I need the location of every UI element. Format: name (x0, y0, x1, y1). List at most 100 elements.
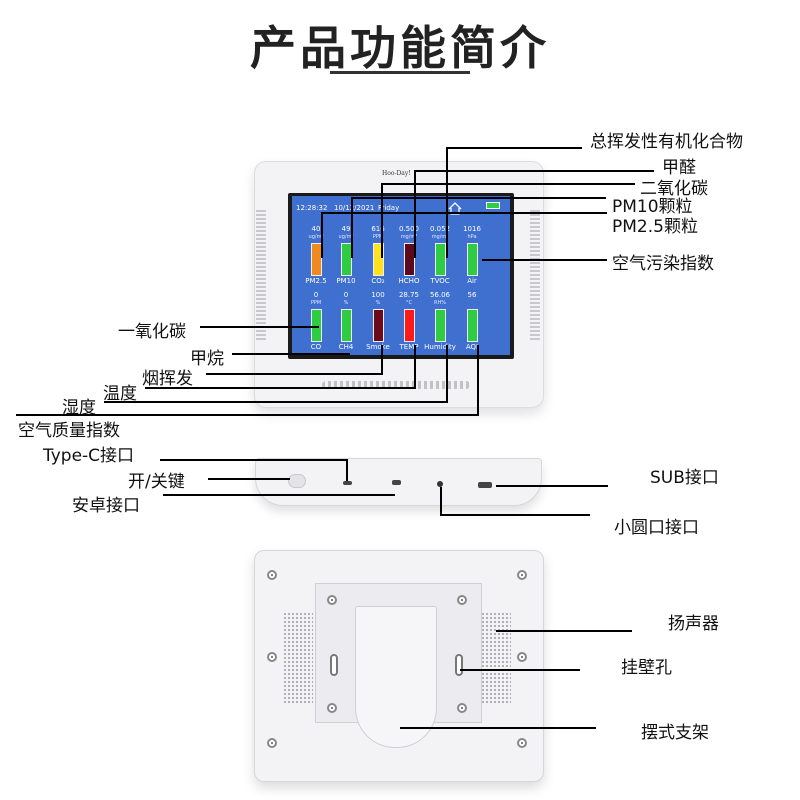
leader-line (414, 345, 416, 388)
screw-icon (267, 738, 277, 748)
leader-line (446, 147, 448, 258)
display-screen: 12:28:32 10/12/2021 Friday 40 ug/m³ PM2.5 4… (292, 196, 510, 355)
battery-icon (486, 202, 500, 209)
sensor-level-bar (341, 309, 352, 342)
title-underline (330, 71, 470, 74)
label-co2: 二氧化碳 (640, 179, 708, 199)
leader-line (381, 183, 383, 258)
label-tvoc: 总挥发性有机化合物 (590, 132, 743, 152)
leader-line (496, 630, 632, 632)
sensor-level-bar (341, 243, 352, 276)
screw-icon (457, 703, 467, 713)
leader-line (104, 401, 448, 403)
leader-line (482, 259, 607, 261)
sensor-unit: PPM (372, 234, 384, 240)
sensor-level-bar (467, 309, 478, 342)
sensor-name: PM2.5 (305, 277, 327, 285)
label-round-port: 小圆口接口 (614, 518, 699, 538)
screw-icon (517, 652, 527, 662)
leader-line (414, 170, 654, 172)
sensor-value: 56.06 (429, 291, 451, 299)
leader-line (351, 197, 353, 258)
leader-line (381, 183, 635, 185)
label-aqi: 空气质量指数 (18, 421, 120, 441)
label-power: 开/关键 (128, 472, 185, 492)
sensor-level-bar (311, 243, 322, 276)
front-speaker-slot (322, 381, 470, 389)
label-stand: 摆式支架 (641, 723, 709, 743)
leader-line (446, 345, 448, 402)
sensor-value: 0.500 (398, 225, 420, 233)
desk-stand (355, 606, 437, 748)
page-title: 产品功能简介 (250, 21, 550, 75)
sensor-unit: % (343, 300, 349, 306)
sensor-value: 0 (343, 291, 349, 299)
side-grill-right (530, 210, 540, 340)
sensor-value: 1016 (463, 225, 481, 233)
screw-icon (457, 595, 467, 605)
sensor-name: CO (310, 343, 322, 351)
sensor-value: 0.052 (429, 225, 451, 233)
sensor-value: 28.75 (398, 291, 420, 299)
home-icon (448, 200, 462, 219)
screw-icon (517, 570, 527, 580)
leader-line (381, 345, 383, 373)
android-port (392, 480, 401, 485)
sensor-value: 49 (341, 225, 351, 233)
leader-line (163, 494, 395, 496)
leader-line (16, 414, 479, 416)
leader-line (400, 727, 596, 729)
sensor-level-bar (311, 309, 322, 342)
sensor-unit: ug/m³ (338, 234, 354, 240)
status-time: 12:28:32 (296, 204, 328, 212)
label-smoke: 烟挥发 (142, 369, 193, 389)
screw-icon (517, 738, 527, 748)
speaker-grid-left (283, 612, 313, 704)
sensor-unit: RH% (434, 300, 446, 306)
label-pm10: PM10颗粒 (612, 197, 693, 217)
sensor-level-bar (435, 309, 446, 342)
sensor-value: 616 (371, 225, 385, 233)
leader-line (208, 478, 290, 480)
label-sub: SUB接口 (650, 468, 719, 488)
sensor-name: Humidity (424, 343, 456, 351)
leader-line (160, 459, 348, 461)
leader-line (206, 373, 383, 375)
label-humidity: 湿度 (62, 398, 96, 418)
label-ch4: 甲烷 (190, 349, 224, 369)
label-speaker: 扬声器 (668, 614, 719, 634)
sensor-unit: mg/m³ (400, 234, 418, 240)
power-key (288, 474, 306, 488)
wall-hole-left (330, 654, 338, 676)
sensor-name: Air (467, 277, 477, 285)
leader-line (321, 212, 607, 214)
label-co: 一氧化碳 (118, 322, 186, 342)
brand-logo: Hoo-Day! (382, 170, 411, 177)
leader-line (145, 387, 416, 389)
leader-line (414, 170, 416, 258)
sensor-value: 40 (311, 225, 321, 233)
screw-icon (267, 570, 277, 580)
sensor-name: TVOC (430, 277, 450, 285)
leader-line (440, 514, 590, 516)
label-android: 安卓接口 (72, 496, 140, 516)
sensor-level-bar (404, 309, 415, 342)
leader-line (321, 212, 323, 258)
round-port (437, 481, 443, 487)
status-date: 10/12/2021 (334, 204, 375, 212)
sensor-name: CO₂ (371, 277, 385, 285)
sensor-name: HCHO (398, 277, 420, 285)
sensor-value: 100 (371, 291, 385, 299)
sensor-name: CH4 (338, 343, 354, 351)
sensor-unit: °C (406, 300, 412, 306)
label-temp: 温度 (103, 384, 137, 404)
leader-line (446, 147, 582, 149)
leader-line (440, 487, 442, 515)
speaker-grid-right (481, 612, 511, 704)
sensor-value: 0 (313, 291, 319, 299)
label-typec: Type-C接口 (43, 446, 135, 466)
leader-line (477, 345, 479, 415)
status-day: Friday (378, 204, 400, 212)
sensor-level-bar (467, 243, 478, 276)
wall-hole-right (455, 654, 463, 676)
